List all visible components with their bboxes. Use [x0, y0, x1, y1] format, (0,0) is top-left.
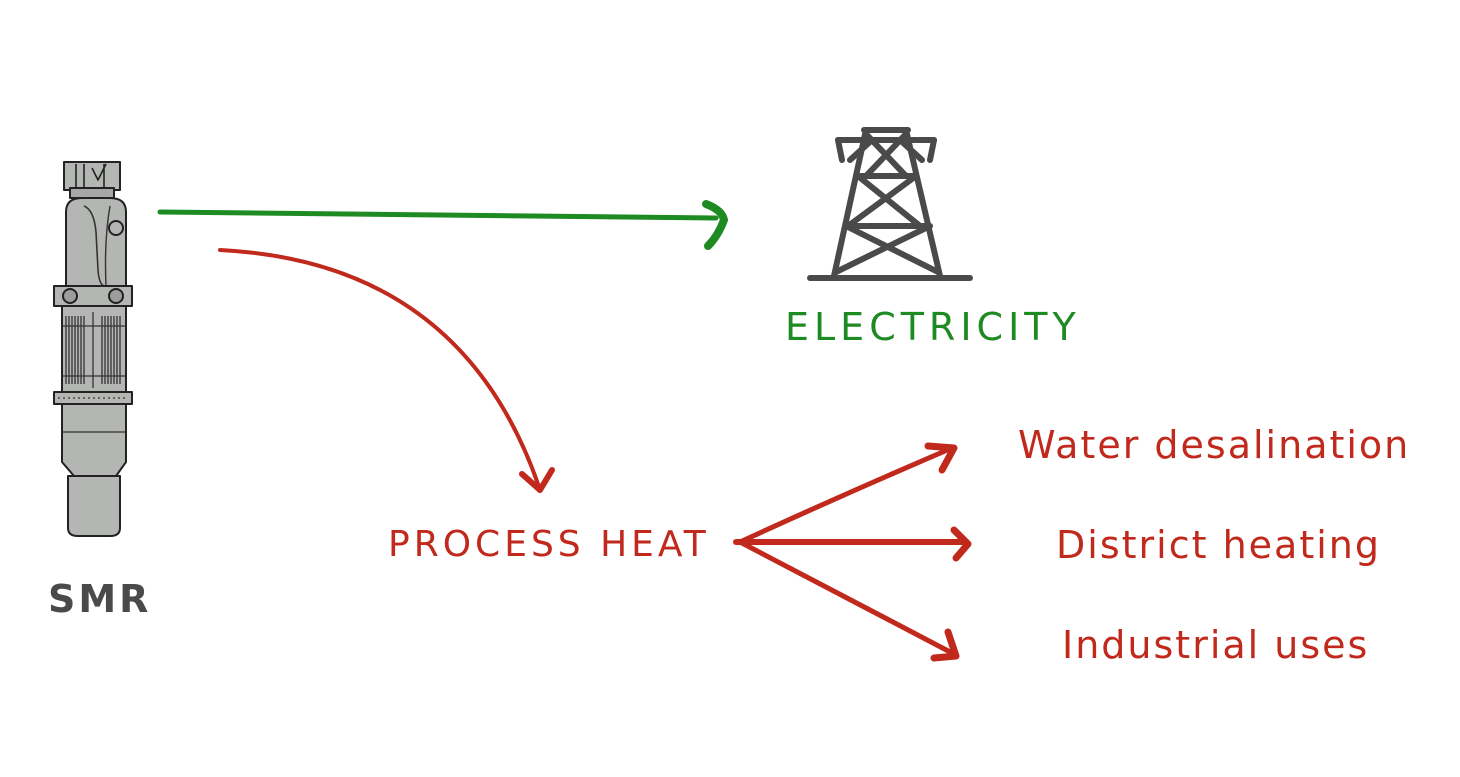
arrow-smr-to-electricity	[157, 200, 728, 250]
arrows-process-heat-to-uses	[733, 442, 972, 662]
smr-label: SMR	[48, 577, 152, 621]
process-heat-label: PROCESS HEAT	[388, 524, 710, 565]
use-district-heating-label: District heating	[1056, 523, 1381, 567]
reactor-icon	[53, 161, 133, 537]
electricity-label: ELECTRICITY	[785, 305, 1081, 349]
transmission-tower-icon	[807, 127, 973, 281]
arrow-smr-to-process-heat	[218, 248, 555, 493]
use-industrial-uses-label: Industrial uses	[1062, 623, 1370, 667]
use-water-desalination-label: Water desalination	[1018, 423, 1411, 467]
